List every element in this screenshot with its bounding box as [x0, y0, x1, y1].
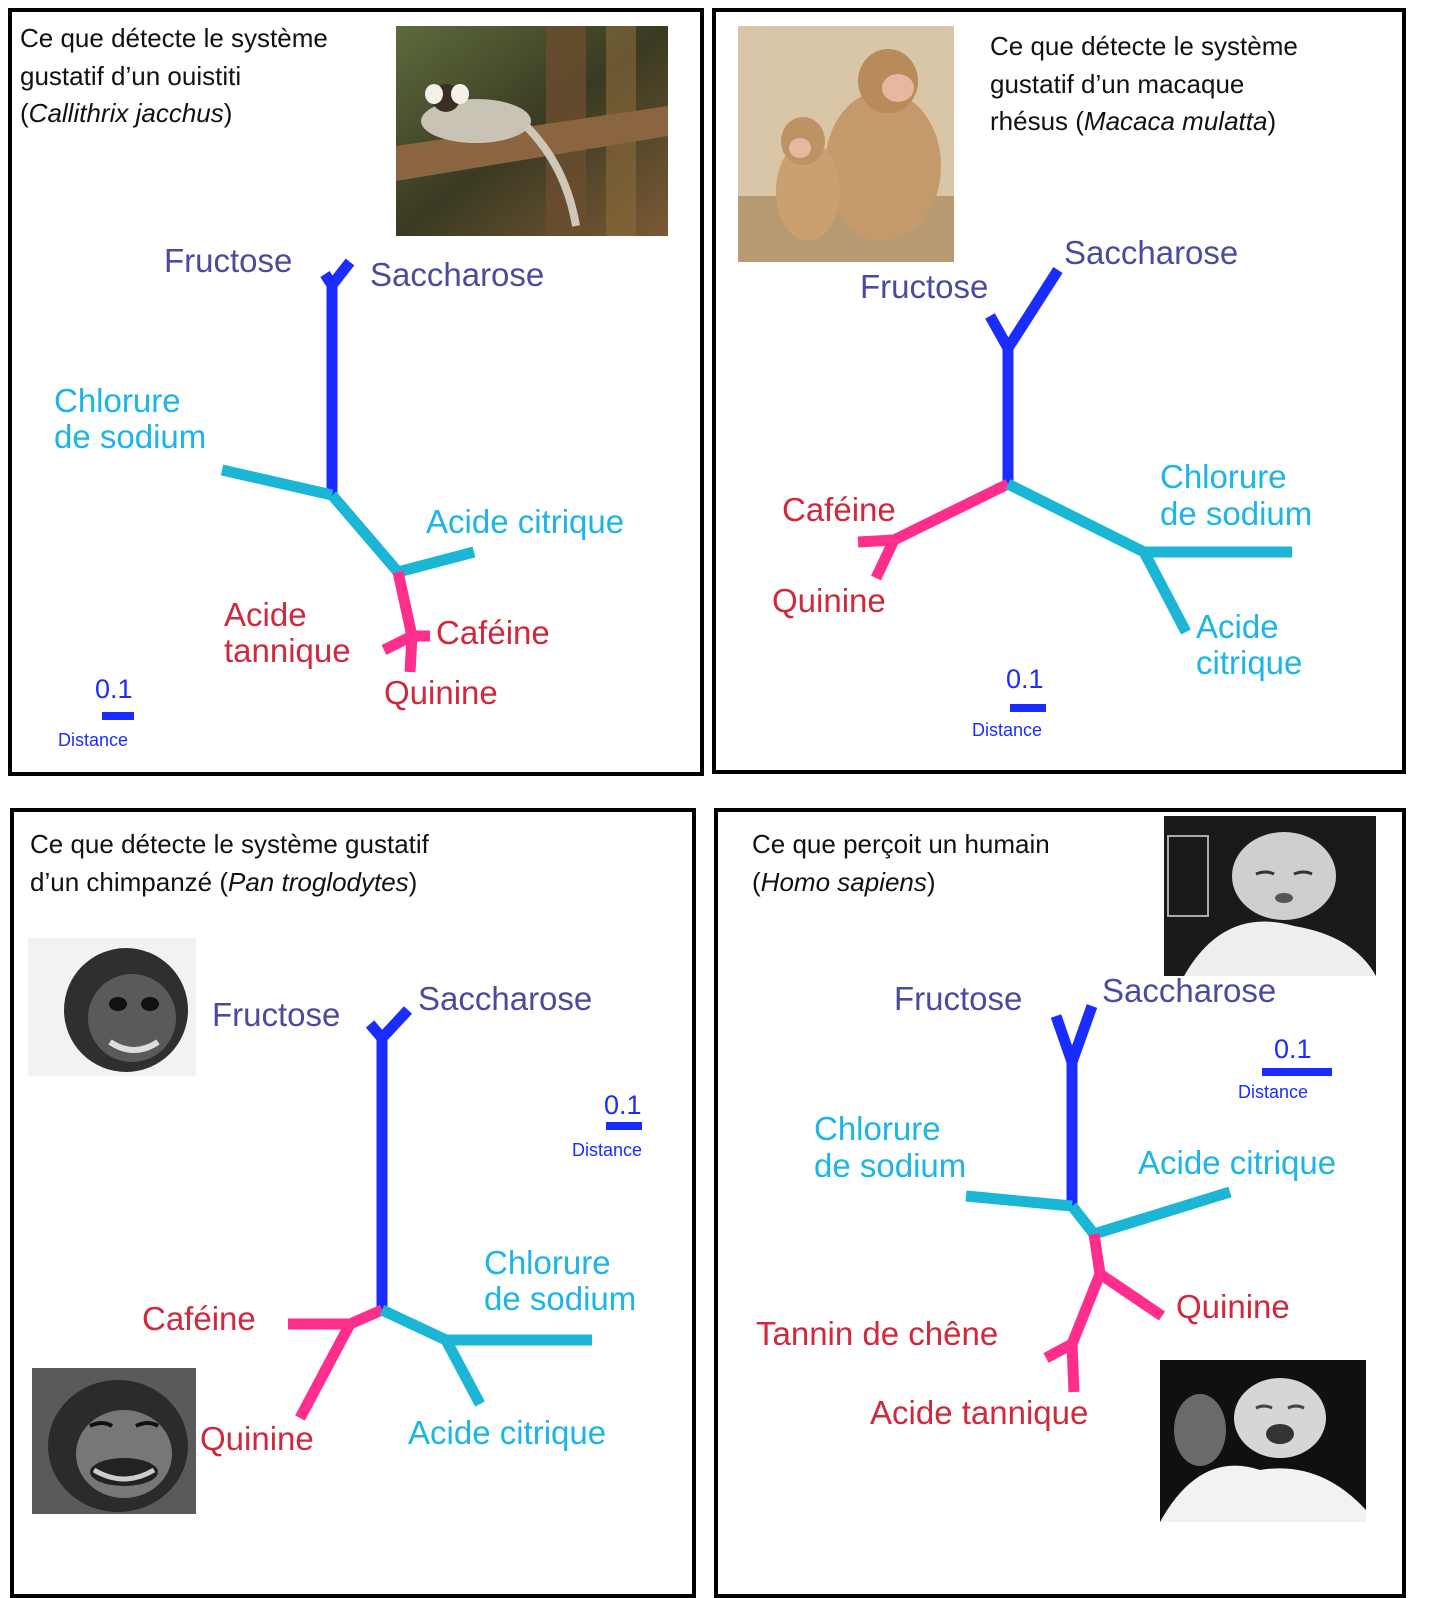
branch-acide-citrique — [1139, 549, 1191, 635]
title-line-3: rhésus ( — [990, 106, 1084, 137]
label-fructose: Fructose — [894, 980, 1022, 1017]
label-de-sodium: de sodium — [814, 1147, 966, 1184]
branch-acide-citrique — [1092, 1186, 1232, 1240]
branch-quinine — [295, 1321, 355, 1421]
label-saccharose: Saccharose — [1102, 972, 1276, 1009]
branch-inner-bitter — [891, 479, 1011, 545]
label-chlorure: Chlorure — [814, 1110, 941, 1147]
chimpanzee-photo — [28, 938, 196, 1076]
label-cafeine: Caféine — [142, 1300, 256, 1337]
branch-acide-citrique — [441, 1337, 485, 1407]
scale-label: Distance — [58, 730, 128, 750]
label-acide-citrique: Acide citrique — [426, 503, 624, 540]
paren-close: ) — [1267, 106, 1277, 137]
branch-chlorure — [965, 1190, 1073, 1212]
branch-bitter-trunk — [1088, 1233, 1106, 1275]
branch-saccharose — [327, 258, 355, 289]
branch-inner-salty — [1005, 479, 1147, 557]
scale-value: 0.1 — [1006, 664, 1044, 694]
label-chlorure: Chlorure — [484, 1244, 611, 1281]
title-line-1: Ce que détecte le système gustatif — [30, 829, 429, 859]
label-quinine: Quinine — [384, 674, 498, 711]
label-de-sodium: de sodium — [1160, 495, 1312, 532]
title-line-2: d’un chimpanzé ( — [30, 866, 228, 897]
branch-chlorure — [220, 464, 334, 501]
tree-chimpanzee — [288, 1006, 642, 1421]
label-acide: Acide — [1196, 608, 1279, 645]
panel-macaque-title: Ce que détecte le système gustatif d’un … — [990, 28, 1390, 141]
scale-label: Distance — [572, 1140, 642, 1160]
paren-close: ) — [408, 866, 418, 897]
label-fructose: Fructose — [860, 268, 988, 305]
label-acide-citrique: Acide citrique — [408, 1414, 606, 1451]
infant-crying-photo — [1160, 1360, 1366, 1522]
label-quinine: Quinine — [200, 1420, 314, 1457]
chimpanzee-grimace-photo — [32, 1368, 196, 1514]
scale-value: 0.1 — [1274, 1034, 1312, 1064]
branch-saccharose — [1003, 267, 1063, 351]
label-acide-citrique: Acide citrique — [1138, 1144, 1336, 1181]
label-de-sodium: de sodium — [54, 418, 206, 455]
paren-open: ( — [20, 98, 29, 129]
label-cafeine: Caféine — [782, 491, 896, 528]
label-de-sodium: de sodium — [484, 1280, 636, 1317]
branch-inner — [327, 491, 403, 576]
scale-label: Distance — [1238, 1082, 1308, 1102]
label-quinine: Quinine — [772, 582, 886, 619]
paren-close: ) — [926, 866, 936, 897]
tree-macaque — [857, 267, 1292, 712]
branch-bitter-trunk — [392, 570, 418, 638]
branch-acide-tannique — [1066, 1343, 1080, 1393]
branch-saccharose — [1066, 1004, 1098, 1064]
scale-value: 0.1 — [95, 674, 133, 704]
branch-inner-bitter — [347, 1304, 385, 1330]
species-name: Homo sapiens — [760, 866, 927, 897]
label-chlorure: Chlorure — [1160, 458, 1287, 495]
branch-inner — [1067, 1202, 1099, 1238]
label-acide-tannique: Acide tannique — [870, 1394, 1088, 1431]
label-tannique: tannique — [224, 632, 351, 669]
species-name: Macaca mulatta — [1083, 106, 1268, 137]
branch-inner-salty — [379, 1305, 449, 1345]
infant-sleeping-photo — [1164, 816, 1376, 976]
panel-chimpanzee-title: Ce que détecte le système gustatif d’un … — [30, 826, 590, 901]
branch-quinine — [871, 537, 899, 581]
branch-inner-tannin — [1066, 1271, 1106, 1347]
panel-marmoset-title-text: Ce que détecte le système gustatif d’un … — [20, 23, 328, 91]
label-cafeine: Caféine — [436, 614, 550, 651]
label-chlorure: Chlorure — [54, 382, 181, 419]
label-fructose: Fructose — [164, 242, 292, 279]
branch-acide-citrique — [396, 546, 476, 578]
label-saccharose: Saccharose — [1064, 234, 1238, 271]
panel-marmoset-title: Ce que détecte le système gustatif d’un … — [20, 20, 400, 133]
title-line-2: gustatif d’un macaque — [990, 68, 1245, 99]
tree-human — [965, 1004, 1332, 1393]
species-name: Pan troglodytes — [228, 866, 409, 897]
branch-saccharose — [377, 1006, 413, 1042]
label-acide: Acide — [224, 596, 307, 633]
species-name: Callithrix jacchus — [28, 98, 224, 129]
paren-open: ( — [752, 866, 761, 897]
label-fructose: Fructose — [212, 996, 340, 1033]
scale-label: Distance — [972, 720, 1042, 740]
title-line-1: Ce que perçoit un humain — [752, 829, 1050, 859]
label-tannin: Tannin de chêne — [756, 1315, 998, 1352]
label-citrique: citrique — [1196, 644, 1302, 681]
macaque-photo — [738, 26, 954, 262]
label-saccharose: Saccharose — [370, 256, 544, 293]
paren-close: ) — [223, 98, 233, 129]
branch-quinine — [404, 635, 418, 673]
label-quinine: Quinine — [1176, 1288, 1290, 1325]
scale-value: 0.1 — [604, 1090, 642, 1120]
title-line-1: Ce que détecte le système — [990, 31, 1298, 61]
marmoset-photo — [396, 26, 668, 236]
label-saccharose: Saccharose — [418, 980, 592, 1017]
panel-human-title: Ce que perçoit un humain (Homo sapiens) — [752, 826, 1172, 901]
tree-marmoset — [102, 258, 476, 720]
branch-quinine — [1096, 1269, 1166, 1321]
